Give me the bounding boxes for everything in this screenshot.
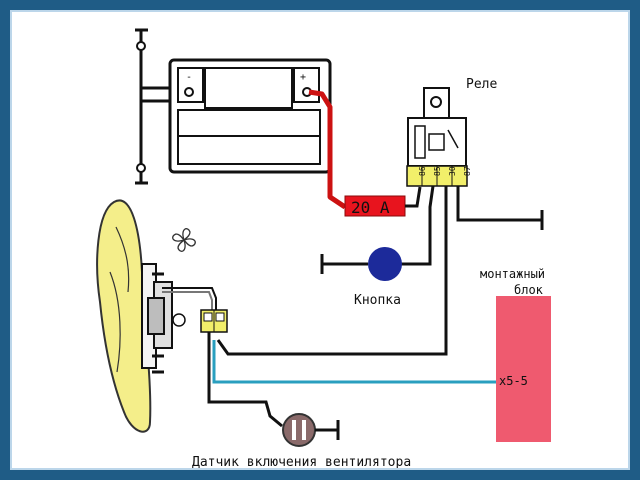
relay-pin-86: 86 [418, 166, 427, 176]
relay: 86 85 30 87 [406, 87, 472, 187]
fan-icon [172, 228, 196, 252]
mounting-block-label-2: блок [514, 283, 544, 297]
fuse-label: 20 A [351, 198, 390, 217]
fuse-20a: 20 A [344, 195, 406, 217]
button-icon [368, 247, 402, 281]
red-wire [308, 89, 347, 210]
sensor-label: Датчик включения вентилятора [192, 455, 411, 468]
fuse-to-relay-wire [405, 186, 422, 208]
teal-wire [212, 340, 496, 384]
relay-85-to-button-wire [400, 185, 435, 266]
diagram-canvas: - + 20 A 86 85 30 87 Реле Кнопка м [10, 10, 630, 470]
relay-label: Реле [466, 77, 497, 92]
battery-minus-label: - [186, 72, 192, 83]
battery-plus-label: + [300, 72, 306, 83]
battery: - + [168, 58, 332, 174]
mounting-block [496, 296, 551, 442]
sensor-wire [207, 332, 283, 428]
relay-pin-85: 85 [433, 166, 442, 176]
fan-sensor [282, 413, 340, 447]
fan-assembly [96, 199, 186, 433]
relay-87-wire [456, 186, 542, 222]
relay-pin-87: 87 [463, 166, 472, 176]
fan-connector [200, 309, 228, 333]
relay-30-to-fan-wire [216, 186, 448, 356]
button-label: Кнопка [354, 293, 401, 308]
fan-motor-wire [162, 287, 217, 310]
mounting-block-label-1: монтажный [480, 267, 545, 281]
mounting-block-pin: x5-5 [499, 374, 528, 388]
relay-pin-30: 30 [448, 166, 457, 176]
wiring-diagram: - + 20 A 86 85 30 87 Реле Кнопка м [96, 28, 551, 468]
